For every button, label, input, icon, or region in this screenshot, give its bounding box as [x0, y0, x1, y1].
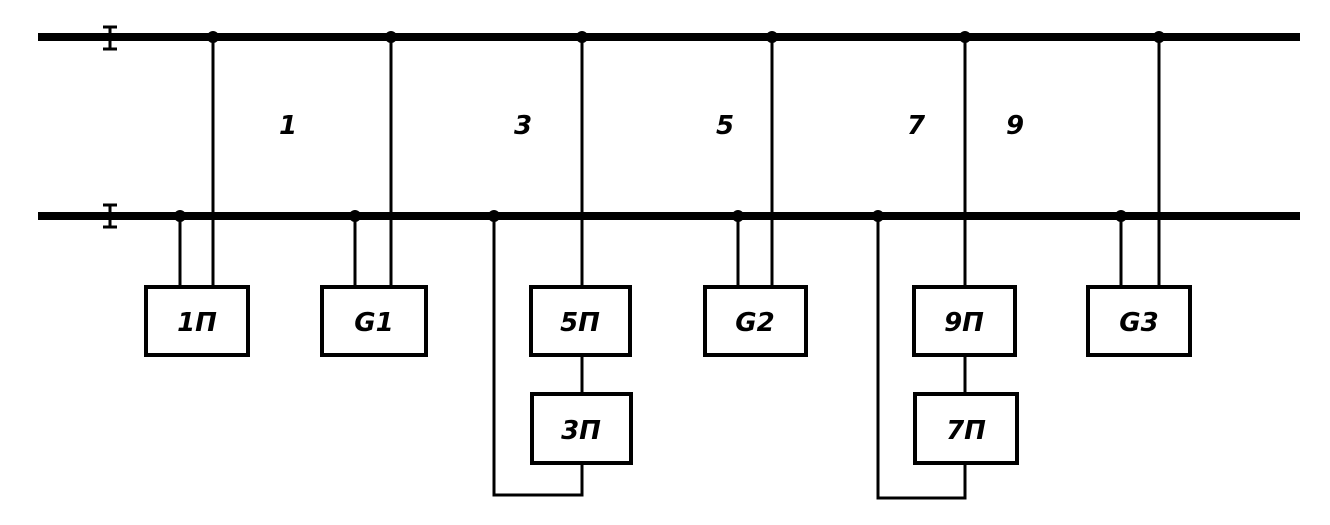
box-7p: 7П — [913, 392, 1019, 465]
box-label: 7П — [946, 416, 986, 446]
junction-dot — [1115, 210, 1127, 222]
box-5p: 5П — [529, 285, 632, 357]
junction-dot — [959, 31, 971, 43]
junction-dot — [174, 210, 186, 222]
junction-dot — [488, 210, 500, 222]
bus-lower-mark — [103, 203, 117, 229]
section-number-7: 7 — [907, 111, 926, 141]
box-label: 9П — [944, 308, 984, 338]
section-number-5: 5 — [716, 111, 734, 141]
box-g2: G2 — [703, 285, 808, 357]
box-1p: 1П — [144, 285, 250, 357]
box-label: G3 — [1119, 308, 1158, 338]
bus-upper-mark — [103, 25, 117, 51]
box-label: 3П — [561, 416, 601, 446]
junction-dot — [576, 31, 588, 43]
wire-lower-3p-loop — [492, 216, 584, 497]
box-label: G2 — [735, 308, 774, 338]
wire-lower-7p-loop — [876, 216, 967, 500]
junction-dot — [385, 31, 397, 43]
box-label: G1 — [354, 308, 393, 338]
box-9p: 9П — [912, 285, 1017, 357]
section-number-9: 9 — [1006, 111, 1024, 141]
section-number-3: 3 — [514, 111, 532, 141]
junction-dot — [349, 210, 361, 222]
box-label: 1П — [177, 308, 217, 338]
junction-dot — [207, 31, 219, 43]
box-label: 5П — [560, 308, 600, 338]
junction-dot — [766, 31, 778, 43]
box-3p: 3П — [530, 392, 633, 465]
junction-dot — [872, 210, 884, 222]
junction-dot — [1153, 31, 1165, 43]
box-g1: G1 — [320, 285, 428, 357]
box-g3: G3 — [1086, 285, 1192, 357]
section-number-1: 1 — [279, 111, 297, 141]
junction-dot — [732, 210, 744, 222]
